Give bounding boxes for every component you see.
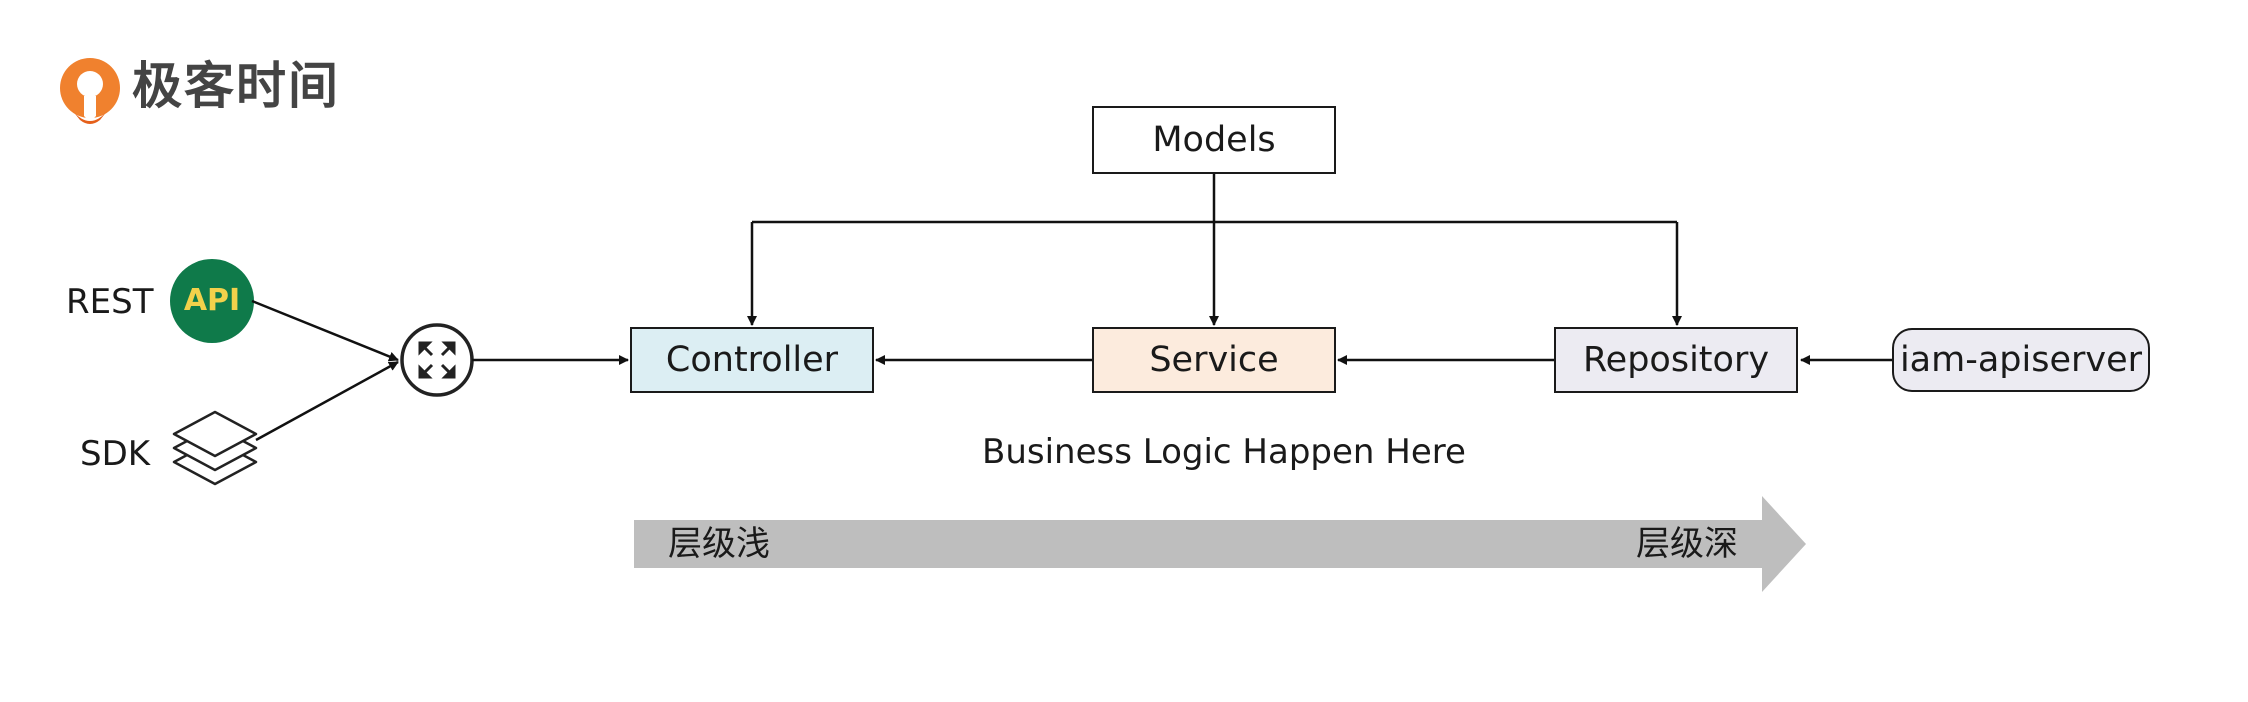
depth-deep-label: 层级深	[1636, 524, 1738, 564]
depth-arrow-shape	[634, 496, 1806, 592]
rest-to-router-line	[251, 299, 399, 362]
models-box[interactable]: Models	[1092, 106, 1336, 174]
depth-shallow-label: 层级浅	[668, 524, 770, 564]
sdk-stack-icon	[172, 410, 258, 486]
rest-label: REST	[66, 282, 154, 322]
api-badge-circle	[170, 259, 254, 343]
geektime-logo-icon	[60, 58, 120, 124]
api-badge-label: API	[183, 283, 241, 318]
router-icon[interactable]	[400, 323, 474, 397]
repository-box[interactable]: Repository	[1554, 327, 1798, 393]
sdk-to-router-line	[255, 360, 399, 442]
sdk-label: SDK	[80, 434, 151, 474]
iam-apiserver-box[interactable]: iam-apiserver	[1892, 328, 2150, 392]
controller-box[interactable]: Controller	[630, 327, 874, 393]
brand-logo-text: 极客时间	[132, 57, 340, 115]
service-box[interactable]: Service	[1092, 327, 1336, 393]
business-logic-caption: Business Logic Happen Here	[982, 432, 1466, 472]
